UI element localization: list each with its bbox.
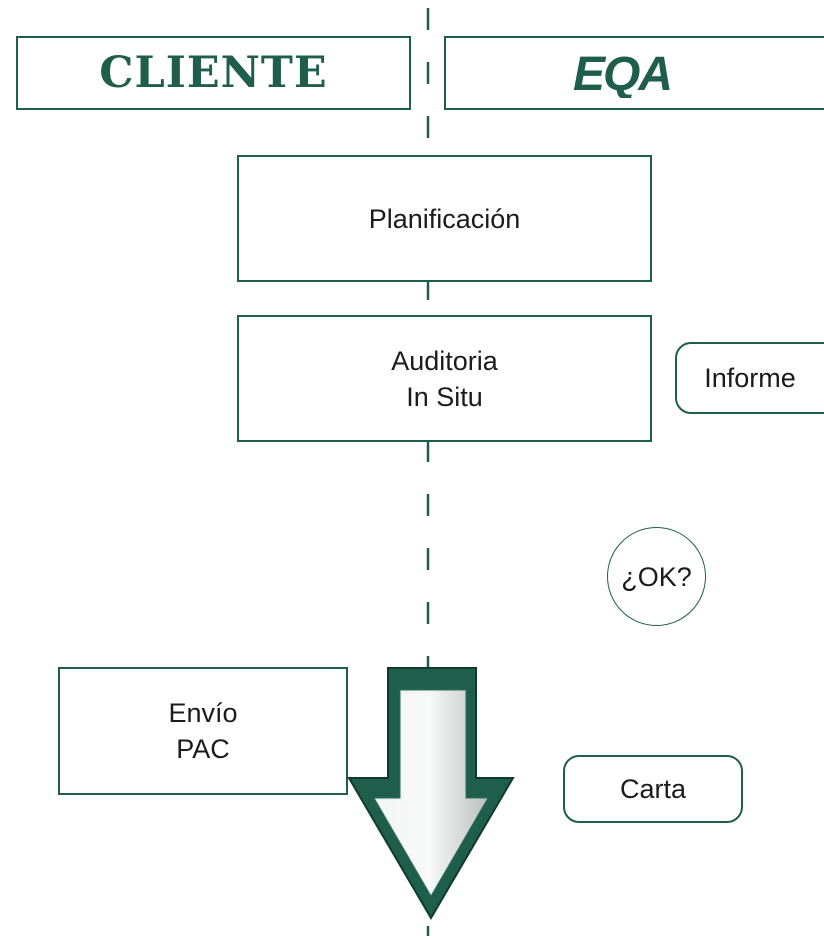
- carta-label: Carta: [619, 774, 687, 804]
- cliente-header: CLIENTE: [16, 36, 411, 110]
- planificacion-step: Planificación: [237, 155, 652, 282]
- cliente-title: CLIENTE: [99, 48, 328, 98]
- down-arrow-shine: [376, 694, 430, 890]
- eqa-header: EQA: [444, 36, 824, 110]
- svg-text:EQA: EQA: [573, 48, 671, 98]
- informe-step: Informe: [675, 342, 824, 414]
- planificacion-label: Planificación: [368, 203, 521, 234]
- auditoria-label: Auditoria In Situ: [391, 345, 498, 412]
- carta-step: Carta: [563, 755, 743, 823]
- informe-label: Informe: [704, 363, 796, 393]
- eqa-logo: EQA: [573, 48, 673, 98]
- envio-pac-step: Envío PAC: [58, 667, 348, 795]
- auditoria-step: Auditoria In Situ: [237, 315, 652, 442]
- ok-decision: ¿OK?: [607, 527, 706, 626]
- ok-label: ¿OK?: [621, 561, 692, 592]
- envio-pac-label: Envío PAC: [168, 698, 238, 764]
- down-arrow-inner: [373, 689, 489, 897]
